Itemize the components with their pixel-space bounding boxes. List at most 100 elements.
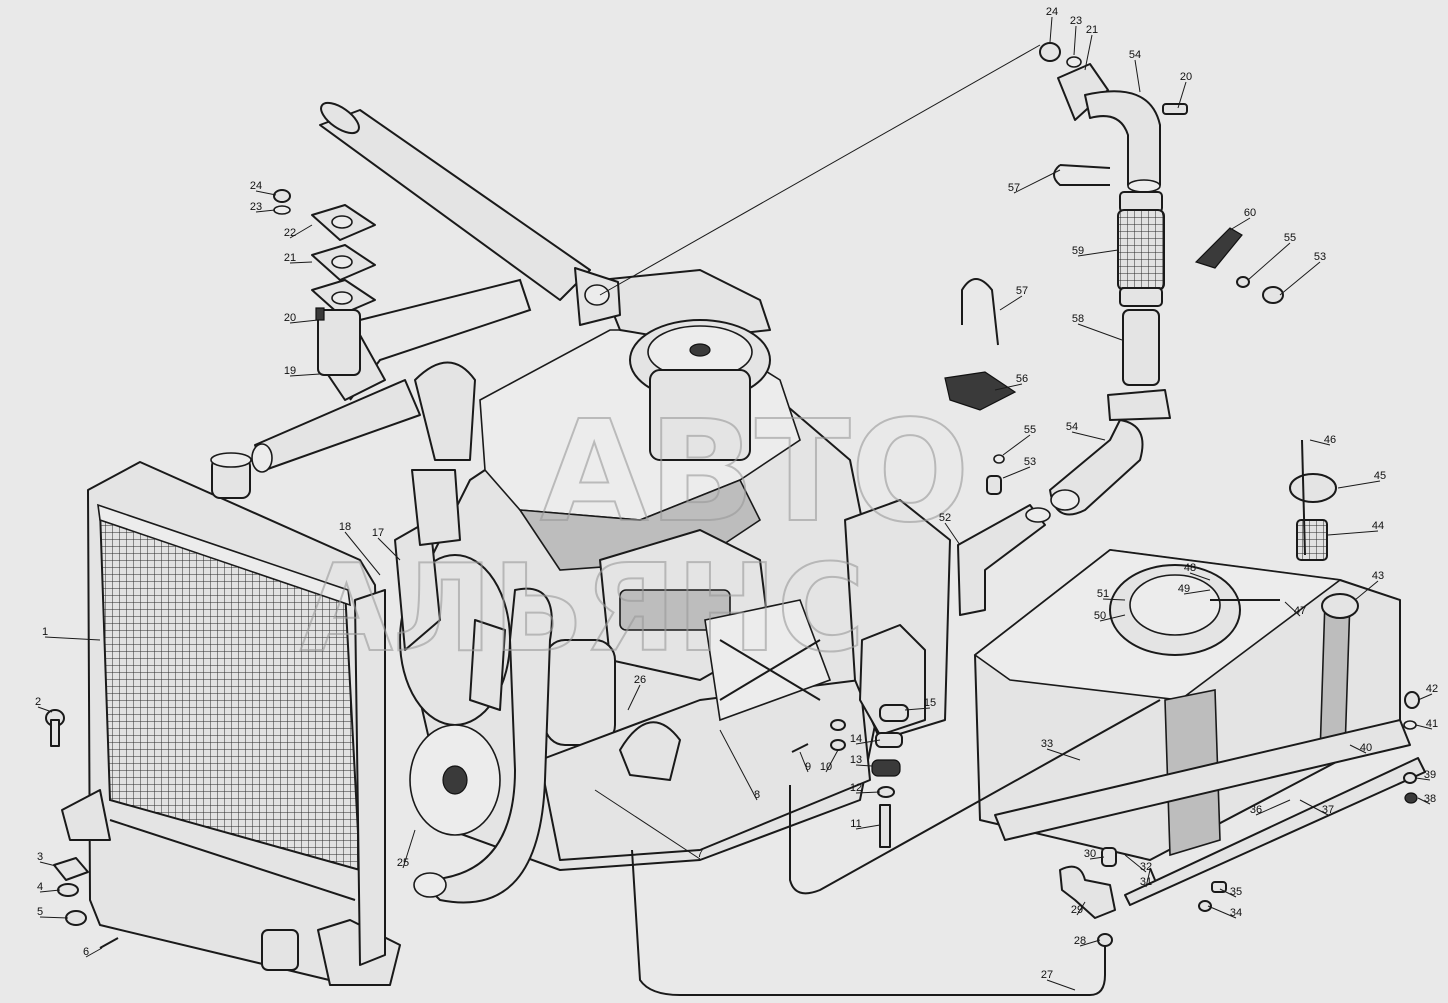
callout-leader-55	[1247, 242, 1291, 281]
callout-31: 31	[1140, 876, 1152, 888]
callout-35: 35	[1230, 886, 1242, 898]
callout-leader-21	[289, 261, 313, 264]
coolant-hoses	[413, 587, 681, 904]
callout-leader-11	[855, 824, 881, 830]
u-bolt-clamp	[944, 278, 1051, 616]
callout-38: 38	[1424, 793, 1436, 805]
callout-leader-24-b	[1049, 16, 1053, 43]
callout-leader-47	[1284, 601, 1301, 617]
callout-34: 34	[1230, 907, 1242, 919]
callout-leader-3	[39, 861, 57, 867]
callout-leader-37	[1299, 799, 1329, 816]
mount-bracket-parts	[791, 624, 926, 848]
callout-56: 56	[1016, 373, 1028, 385]
callout-20-b: 20	[1180, 71, 1192, 83]
callout-59: 59	[1072, 245, 1084, 257]
callout-4: 4	[37, 881, 43, 893]
callout-29: 29	[1071, 904, 1083, 916]
callout-leader-43	[1354, 580, 1379, 601]
callout-11: 11	[850, 818, 861, 830]
callout-leader-20-b	[1177, 81, 1187, 109]
callout-leader-56	[994, 383, 1023, 391]
radiator	[61, 452, 401, 986]
callout-15: 15	[924, 697, 936, 709]
callout-leader-60	[1229, 217, 1251, 231]
callout-50: 50	[1094, 610, 1106, 622]
callout-1: 1	[42, 626, 48, 638]
callout-13: 13	[850, 754, 862, 766]
callout-22: 22	[284, 227, 296, 239]
callout-7: 7	[697, 848, 703, 860]
callout-leader-10	[825, 749, 839, 773]
callout-60: 60	[1244, 207, 1256, 219]
watermark: АВТО АЛЬЯНС	[299, 390, 971, 680]
callout-leader-long	[599, 44, 1041, 296]
watermark-line1: АВТО	[540, 391, 970, 554]
callout-42: 42	[1426, 683, 1438, 695]
callout-leader-28	[1079, 939, 1101, 947]
callout-leader-44	[1327, 530, 1379, 536]
callout-leader-35	[1219, 888, 1237, 898]
callout-leader-49	[1183, 589, 1211, 595]
callout-leader-48	[1189, 572, 1211, 581]
callout-leader-42	[1417, 693, 1433, 701]
fuel-tank	[973, 439, 1426, 906]
callout-leader-19	[289, 373, 321, 377]
callout-51: 51	[1097, 588, 1109, 600]
callout-leader-22	[289, 224, 313, 239]
callout-27: 27	[1041, 969, 1053, 981]
callout-leader-17	[377, 537, 401, 561]
callout-leader-6	[85, 947, 103, 958]
exhaust-pipe-assembly	[1039, 42, 1284, 516]
callout-leader-1	[44, 636, 101, 641]
callout-leader-31	[1145, 869, 1151, 888]
callout-54: 54	[1129, 49, 1141, 61]
callout-23: 23	[250, 201, 262, 213]
callout-leader-34	[1207, 905, 1237, 919]
callout-leader-23-b	[1073, 25, 1077, 56]
callout-leader-9	[799, 751, 809, 773]
callout-leader-54	[1134, 59, 1141, 93]
callout-leader-12	[855, 791, 881, 794]
callout-17: 17	[372, 527, 384, 539]
exhaust-flange-stack	[273, 189, 376, 376]
callout-3: 3	[37, 851, 43, 863]
callout-57-b: 57	[1008, 182, 1020, 194]
callout-21-b: 21	[1086, 24, 1098, 36]
callout-44: 44	[1372, 520, 1384, 532]
callout-leader-58	[1077, 323, 1123, 341]
callout-leader-5	[39, 916, 69, 919]
callout-leader-50	[1099, 614, 1126, 622]
callout-leader-54-b	[1071, 431, 1106, 441]
fuel-lines	[631, 699, 1227, 996]
callout-leader-53	[1279, 261, 1321, 296]
callout-24-b: 24	[1046, 6, 1058, 18]
callout-32: 32	[1140, 861, 1152, 873]
callout-45: 45	[1374, 470, 1386, 482]
callout-leader-13	[855, 764, 873, 767]
callout-leader-4	[39, 889, 61, 893]
callout-49: 49	[1178, 583, 1190, 595]
callout-leader-59	[1077, 249, 1119, 257]
callout-28: 28	[1074, 935, 1086, 947]
callout-leader-20	[289, 319, 319, 324]
callout-5: 5	[37, 906, 43, 918]
callout-23-b: 23	[1070, 15, 1082, 27]
callout-55-b: 55	[1024, 424, 1036, 436]
callout-leader-26	[627, 684, 641, 711]
callout-leader-15	[904, 707, 931, 711]
callout-52: 52	[939, 512, 951, 524]
callout-leader-24	[255, 190, 277, 196]
callout-48: 48	[1184, 562, 1196, 574]
callout-leader-8	[719, 729, 758, 801]
callout-leader-51	[1102, 598, 1126, 601]
callout-26: 26	[634, 674, 646, 686]
callout-20: 20	[284, 312, 296, 324]
callout-leader-14	[855, 739, 881, 745]
callout-6: 6	[83, 946, 89, 958]
callout-55: 55	[1284, 232, 1296, 244]
callout-40: 40	[1360, 742, 1372, 754]
